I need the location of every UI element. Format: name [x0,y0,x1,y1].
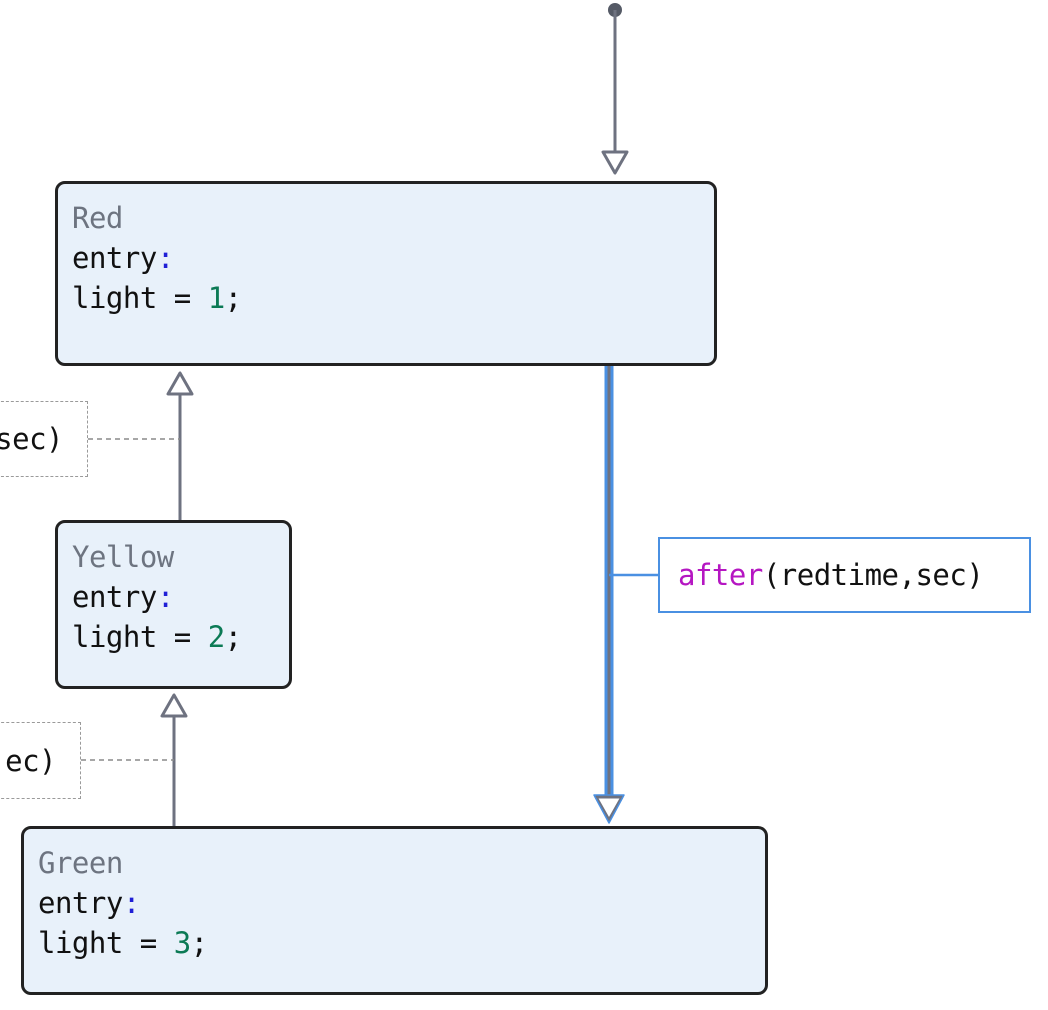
action-line: light = 3; [38,923,751,963]
action-value: 1 [207,281,225,315]
transition-label-red-to-green[interactable]: after(redtime,sec) [658,537,1031,613]
action-line: light = 2; [72,617,275,657]
action-value: 2 [207,620,225,654]
action-operator: = [122,926,174,960]
state-name: Green [38,846,123,880]
action-operator: = [156,281,208,315]
transition-green-to-yellow[interactable] [81,693,188,826]
state-name: Yellow [72,540,174,574]
action-terminator: ; [190,926,208,960]
transition-yellow-to-red-arrowhead [166,371,194,396]
transition-red-to-green[interactable] [593,366,658,824]
action-value: 3 [173,926,191,960]
label-text: sec) [0,422,63,456]
entry-keyword: entry [72,241,157,275]
action-terminator: ; [224,620,242,654]
entry-line: entry: [38,883,751,923]
default-transition-arrowhead [601,150,629,175]
state-green[interactable]: Green entry: light = 3; [21,826,768,995]
action-variable: light [38,926,123,960]
transition-label-green-to-yellow[interactable]: ec) [0,722,81,799]
transition-yellow-to-red[interactable] [88,371,194,520]
transition-red-to-green-arrowhead-highlight [593,794,625,824]
entry-line: entry: [72,577,275,617]
action-variable: light [72,281,157,315]
action-variable: light [72,620,157,654]
entry-colon: : [122,886,140,920]
entry-colon: : [156,241,174,275]
label-function: after [678,558,763,592]
label-arguments: (redtime,sec) [762,558,984,592]
state-yellow[interactable]: Yellow entry: light = 2; [55,520,292,689]
transition-red-to-green-arrowhead [594,795,624,822]
state-name: Red [72,201,123,235]
entry-line: entry: [72,238,700,278]
transition-label-yellow-to-red[interactable]: sec) [0,401,88,477]
label-text: ec) [5,743,56,778]
entry-keyword: entry [38,886,123,920]
state-red[interactable]: Red entry: light = 1; [55,181,717,366]
entry-keyword: entry [72,580,157,614]
entry-colon: : [156,580,174,614]
action-operator: = [156,620,208,654]
default-transition[interactable] [601,3,629,175]
transition-green-to-yellow-arrowhead [160,693,188,718]
action-terminator: ; [224,281,242,315]
action-line: light = 1; [72,278,700,318]
